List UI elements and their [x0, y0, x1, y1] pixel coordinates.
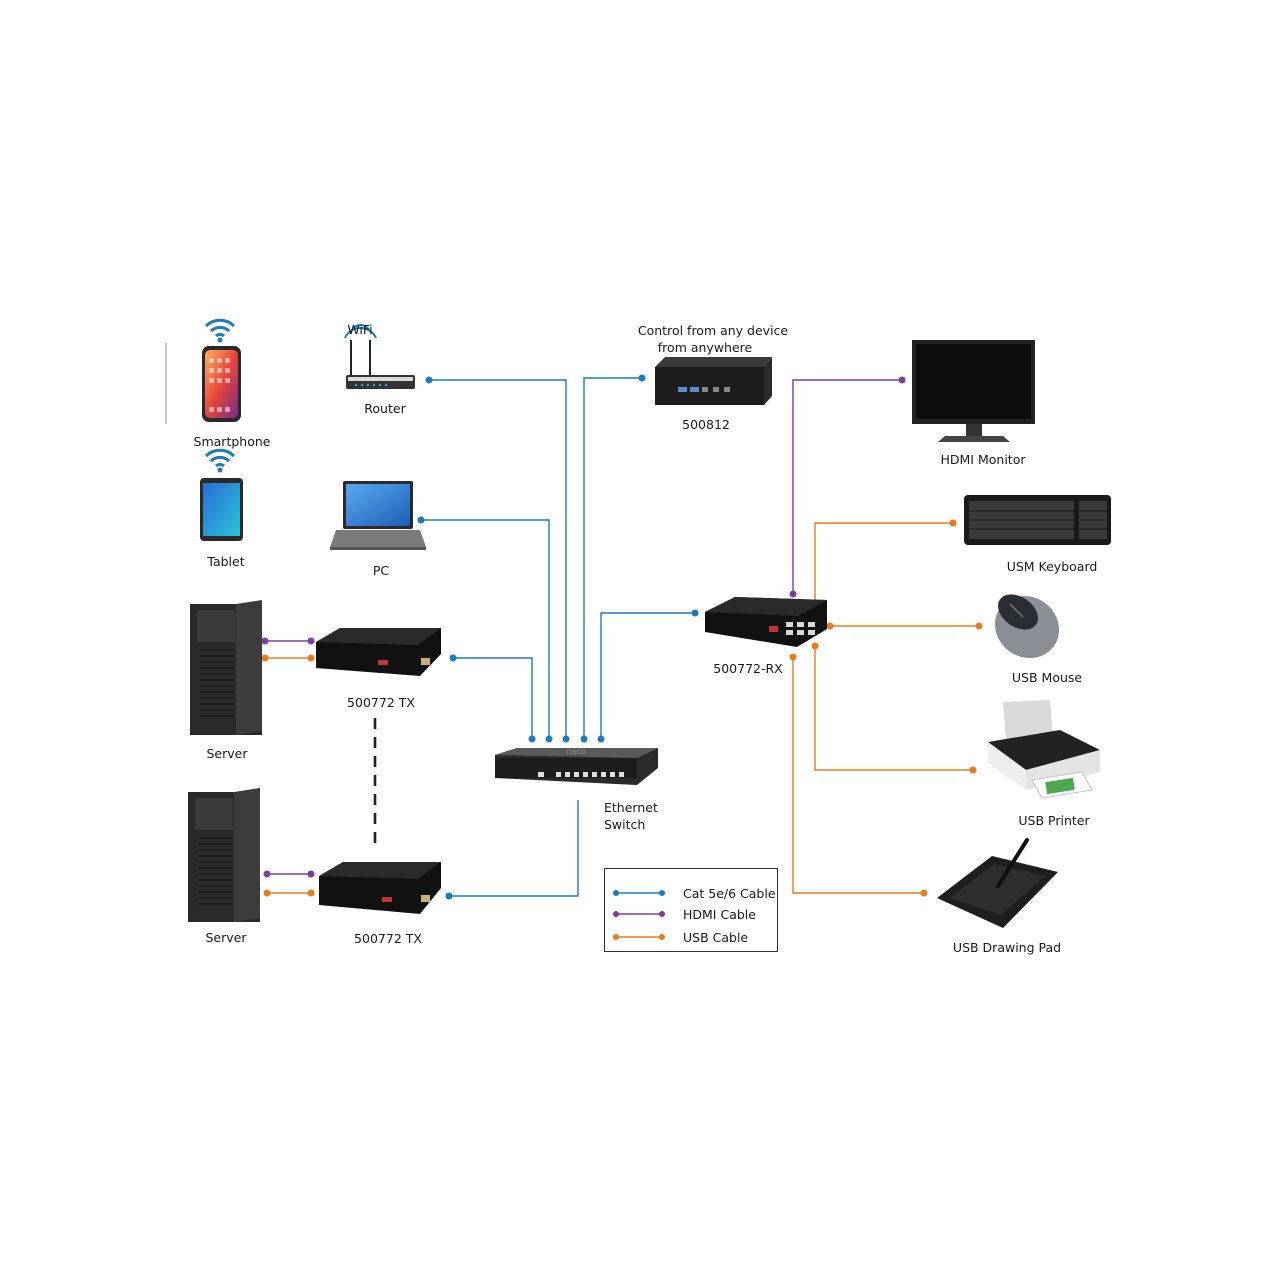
label-rx: 500772-RX	[713, 661, 783, 676]
box-500812-icon	[655, 357, 772, 405]
printer-cable	[814, 646, 973, 771]
label-hdmi-monitor: HDMI Monitor	[940, 452, 1026, 467]
label-usb-printer: USB Printer	[1018, 813, 1090, 828]
hdmi-cables	[265, 379, 902, 875]
label-500812: 500812	[682, 417, 730, 432]
tx2-cable	[449, 800, 579, 897]
legend: Cat 5e/6 Cable HDMI Cable USB Cable	[604, 868, 778, 952]
box500812-cable	[583, 377, 642, 739]
legend-row-cat: Cat 5e/6 Cable	[605, 884, 777, 906]
label-switch: Switch	[604, 817, 646, 832]
tablet-icon	[200, 478, 243, 541]
drawing-pad-cable	[792, 657, 924, 894]
tx1-cable	[453, 657, 533, 739]
label-server-2: Server	[205, 930, 247, 945]
wifi-icon-smartphone	[204, 318, 236, 343]
label-tx-2: 500772 TX	[354, 931, 422, 946]
usb-cables	[265, 522, 979, 894]
label-usm-keyboard: USM Keyboard	[1006, 559, 1098, 574]
label-pc: PC	[372, 563, 390, 578]
drawing-pad-icon	[937, 838, 1058, 928]
server2-icon	[188, 788, 260, 922]
server1-icon	[190, 600, 262, 735]
label-tablet: Tablet	[207, 554, 245, 569]
legend-row-hdmi: HDMI Cable	[605, 905, 777, 927]
legend-row-usb: USB Cable	[605, 928, 777, 950]
keyboard-icon	[964, 495, 1111, 545]
legend-label-usb: USB Cable	[683, 930, 749, 945]
rx-icon	[705, 597, 827, 647]
tx1-icon	[316, 628, 441, 676]
cat-cables	[421, 377, 695, 897]
router-cable	[429, 379, 567, 739]
label-tx-1: 500772 TX	[347, 695, 415, 710]
switch-brand: CISCO	[566, 750, 585, 756]
wifi-icon-tablet	[204, 448, 236, 473]
monitor-icon	[912, 340, 1035, 442]
rx-cable	[600, 612, 695, 739]
hdmi-cable-swatch	[613, 911, 665, 917]
usb-cable-swatch	[613, 934, 665, 940]
monitor-cable	[792, 379, 902, 594]
label-ethernet: Ethernet	[604, 800, 658, 815]
label-server-1: Server	[206, 746, 248, 761]
label-wifi: WiFi	[347, 322, 373, 337]
mouse-icon	[994, 594, 1060, 659]
legend-label-cat: Cat 5e/6 Cable	[683, 886, 776, 901]
switch-icon	[495, 748, 658, 785]
keyboard-cable	[814, 522, 953, 604]
label-usb-mouse: USB Mouse	[1011, 670, 1083, 685]
label-control-line2: from anywhere	[657, 340, 753, 355]
tx2-icon	[319, 862, 441, 914]
pc-cable	[421, 519, 550, 739]
legend-label-hdmi: HDMI Cable	[683, 907, 756, 922]
label-smartphone: Smartphone	[193, 434, 271, 449]
laptop-icon	[330, 481, 426, 550]
label-usb-drawing-pad: USB Drawing Pad	[952, 940, 1062, 955]
cables	[265, 377, 979, 897]
label-control-line1: Control from any device	[637, 323, 789, 338]
printer-icon	[988, 700, 1100, 799]
label-router: Router	[364, 401, 406, 416]
router-icon	[344, 324, 415, 389]
smartphone-icon	[202, 346, 241, 422]
cat-cable-swatch	[613, 890, 665, 896]
